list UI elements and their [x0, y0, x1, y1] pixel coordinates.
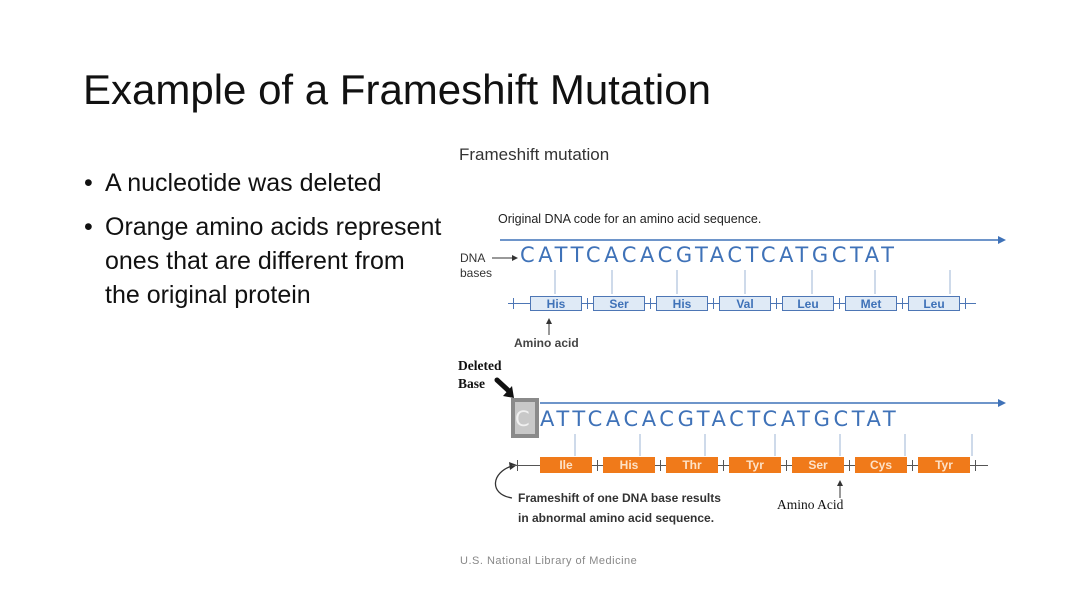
mutated-amino-acid-box: Ile: [540, 457, 592, 473]
deleted-label: Deleted: [458, 358, 502, 373]
frameshift-note-line-1: Frameshift of one DNA base results: [518, 491, 721, 505]
mutated-dna-bases: ATTCACACGTACTCATGCTAT: [540, 407, 900, 431]
amino-acid-box: His: [530, 295, 582, 311]
figure-caption: Original DNA code for an amino acid sequ…: [498, 212, 762, 226]
codon-ticks-1: [554, 270, 951, 294]
connector: [512, 459, 540, 471]
connector: [781, 459, 792, 471]
amino-acid-box: His: [656, 295, 708, 311]
bases-label: bases: [460, 266, 493, 280]
connector: [508, 297, 530, 309]
amino-acid-box: Leu: [908, 295, 960, 311]
connector: [718, 459, 729, 471]
connector: [970, 459, 988, 471]
bullet-text: A nucleotide was deleted: [105, 169, 382, 197]
arrow-up-icon: [546, 318, 552, 324]
arrow-right-icon: [512, 255, 518, 261]
connector: [844, 459, 855, 471]
mutated-amino-acid-box: His: [603, 457, 655, 473]
bullet-dot: •: [84, 169, 93, 197]
arrow-left-icon: [509, 462, 517, 470]
amino-acid-box: Met: [845, 295, 897, 311]
deleted-base-box: [511, 398, 539, 438]
deleted-base-letter: C: [515, 407, 530, 431]
bullet-item: • A nucleotide was deleted: [84, 166, 444, 200]
arrow-down-right-icon: [503, 386, 514, 398]
return-arrow: [494, 465, 513, 499]
connector: [645, 297, 656, 309]
amino-acid-label-2: Amino Acid: [777, 497, 844, 512]
bullet-text: Orange amino acids represent ones that a…: [105, 213, 442, 309]
connector: [708, 297, 719, 309]
original-dna-bases: CATTCACACGTACTCATGCTAT: [520, 243, 898, 267]
base-label: Base: [458, 376, 485, 391]
mutated-amino-acid-row: Ile His Thr Tyr Ser Cys Tyr: [512, 457, 988, 473]
deleted-pointer: [494, 377, 513, 395]
image-credit: U.S. National Library of Medicine: [460, 555, 638, 567]
bullet-list: • A nucleotide was deleted • Orange amino …: [84, 166, 444, 322]
arrow-head-icon: [998, 236, 1006, 244]
bullet-dot: •: [84, 213, 93, 241]
connector: [771, 297, 782, 309]
frameshift-note-line-2: in abnormal amino acid sequence.: [518, 511, 715, 525]
connector: [834, 297, 845, 309]
mutated-amino-acid-box: Tyr: [918, 457, 970, 473]
mutated-amino-acid-box: Cys: [855, 457, 907, 473]
amino-acid-box: Ser: [593, 295, 645, 311]
slide-title: Example of a Frameshift Mutation: [83, 66, 711, 113]
mutated-amino-acid-box: Thr: [666, 457, 718, 473]
amino-acid-box: Leu: [782, 295, 834, 311]
connector: [592, 459, 603, 471]
codon-ticks-2: [574, 434, 973, 456]
mutated-amino-acid-box: Ser: [792, 457, 844, 473]
mutated-amino-acid-box: Tyr: [729, 457, 781, 473]
connector: [582, 297, 593, 309]
connector: [960, 297, 976, 309]
connector: [655, 459, 666, 471]
amino-acid-box: Val: [719, 295, 771, 311]
amino-acid-label: Amino acid: [514, 336, 579, 350]
figure-title: Frameshift mutation: [459, 145, 610, 164]
arrow-head-icon: [998, 399, 1006, 407]
arrow-up-icon: [837, 480, 843, 486]
dna-label: DNA: [460, 251, 486, 265]
bullet-item: • Orange amino acids represent ones that …: [84, 210, 444, 312]
original-amino-acid-row: His Ser His Val Leu Met Leu: [508, 295, 976, 311]
connector: [907, 459, 918, 471]
connector: [897, 297, 908, 309]
